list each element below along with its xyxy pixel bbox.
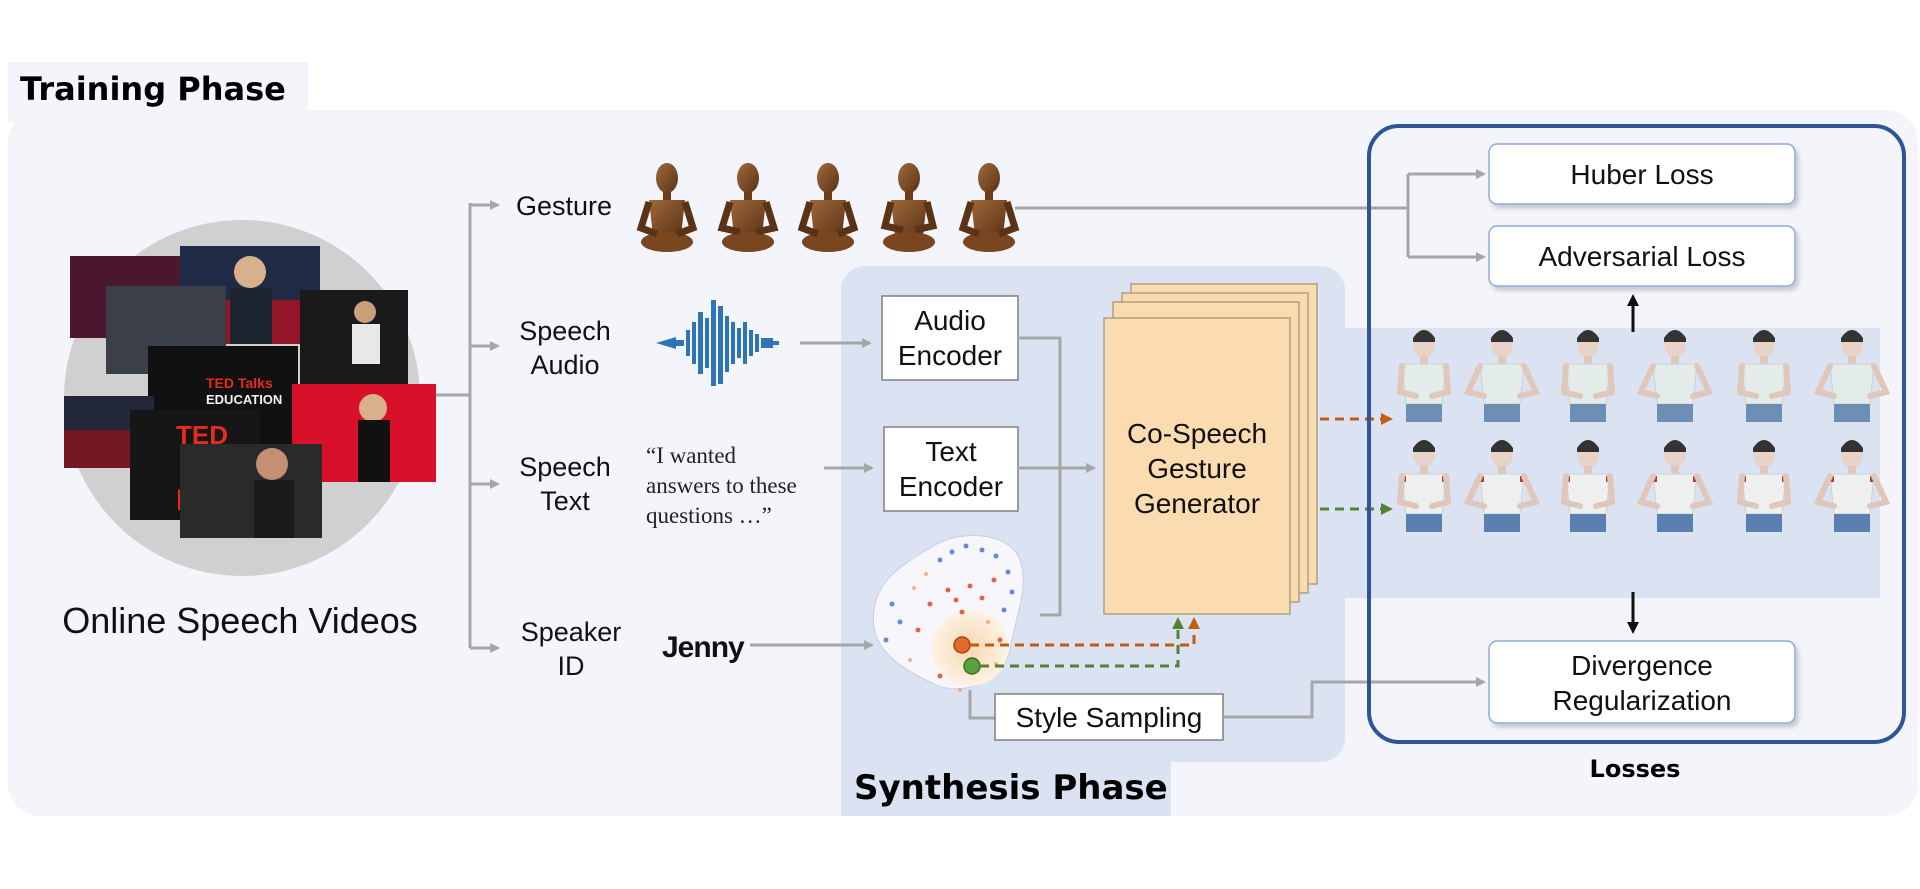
adversarial-loss-label: Adversarial Loss (1539, 241, 1746, 272)
style-sampling-label: Style Sampling (1016, 702, 1203, 733)
quote-line-1: “I wanted (646, 443, 737, 468)
encoder-connectors (1018, 336, 1096, 617)
losses-container: Losses (1367, 124, 1906, 783)
training-phase-title: Training Phase (20, 70, 286, 108)
avatar-icon (1560, 330, 1616, 422)
avatar-icon (1736, 330, 1792, 422)
avatar-icon (1396, 330, 1452, 422)
mannequin-icon (797, 163, 859, 252)
speech-audio-label-line1: Speech (519, 316, 611, 346)
gesture-label: Gesture (516, 191, 612, 221)
avatar-icon (1396, 440, 1452, 532)
generator-line1: Co-Speech (1127, 418, 1267, 449)
quote-line-2: answers to these (646, 473, 797, 498)
style-to-divergence-arrow (1223, 677, 1486, 719)
style-sampling-box: Style Sampling (994, 693, 1224, 741)
mannequin-icon (636, 163, 698, 252)
video-collage: TED Talks EDUCATION TED ED Online Speech… (62, 220, 436, 641)
gesture-to-losses-connector (1015, 169, 1486, 262)
input-labels: Gesture Speech Audio Speech Text Speaker… (516, 191, 621, 681)
online-speech-videos-label: Online Speech Videos (62, 600, 418, 641)
avatar-icon (1560, 440, 1616, 532)
avatar-icon (1813, 440, 1891, 532)
divergence-line1: Divergence (1571, 650, 1713, 681)
avatar-icon (1636, 440, 1714, 532)
speaker-id-label-line1: Speaker (521, 617, 622, 647)
generator-line2: Gesture (1147, 453, 1247, 484)
waveform-icon (656, 300, 779, 386)
huber-loss-label: Huber Loss (1570, 159, 1713, 190)
gesture-generator-stack: Co-Speech Gesture Generator (1103, 283, 1318, 615)
style-sampling-connector (968, 690, 995, 720)
generator-line3: Generator (1134, 488, 1260, 519)
synthesis-phase-title: Synthesis Phase (854, 768, 1168, 808)
mannequin-icon (717, 163, 779, 252)
text-encoder-line2: Encoder (899, 471, 1003, 502)
text-encoder-box: Text Encoder (883, 426, 1019, 512)
losses-title: Losses (1590, 755, 1681, 783)
speech-text-label-line2: Text (540, 486, 590, 516)
speech-audio-label-line2: Audio (530, 350, 599, 380)
speech-text-label-line1: Speech (519, 452, 611, 482)
quote-line-3: questions …” (646, 503, 772, 528)
ted-logo-text: TED Talks (206, 375, 273, 391)
avatar-icon (1463, 440, 1541, 532)
mannequin-icon (958, 163, 1020, 252)
audio-encoder-box: Audio Encoder (881, 295, 1019, 381)
avatar-icon (1736, 440, 1792, 532)
avatar-icon (1636, 330, 1714, 422)
speaker-id-label-line2: ID (558, 651, 585, 681)
text-encoder-line1: Text (925, 436, 977, 467)
avatar-icon (1813, 330, 1891, 422)
divergence-line2: Regularization (1553, 685, 1732, 716)
huber-loss-box: Huber Loss (1488, 143, 1796, 205)
mannequin-icon (880, 163, 938, 252)
speaker-name: Jenny (662, 631, 745, 664)
audio-encoder-line1: Audio (914, 305, 986, 336)
divergence-regularization-box: Divergence Regularization (1488, 640, 1796, 724)
style-sample-arrows (970, 617, 1200, 668)
input-fanout (436, 200, 500, 653)
education-text: EDUCATION (206, 392, 282, 407)
generator-output-arrows (1320, 413, 1393, 515)
generated-avatars (1396, 330, 1891, 532)
adversarial-loss-box: Adversarial Loss (1488, 225, 1796, 287)
audio-encoder-line2: Encoder (898, 340, 1002, 371)
gesture-mannequins (636, 163, 1020, 252)
speech-text-quote: “I wanted answers to these questions …” (646, 443, 797, 528)
avatar-icon (1463, 330, 1541, 422)
